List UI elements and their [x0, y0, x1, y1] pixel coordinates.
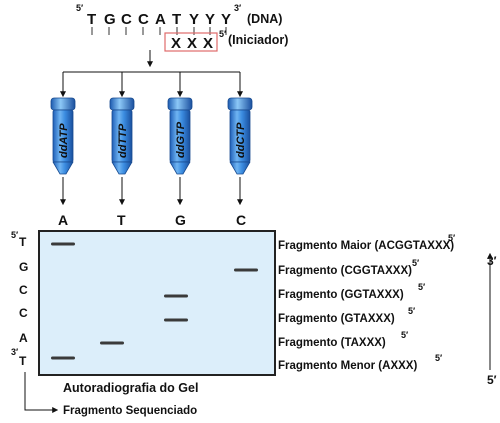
dna-base: C [138, 11, 149, 28]
fragment-label: Fragmento Menor (AXXX) [278, 360, 417, 372]
gel-band [164, 318, 188, 322]
dna-base: Y [221, 11, 231, 28]
gel-band [51, 242, 75, 246]
row-label: T [19, 235, 27, 249]
gel-bands [51, 242, 258, 360]
primer-base: X [187, 35, 197, 52]
dna-base: A [155, 11, 166, 28]
dna-base: Y [205, 11, 215, 28]
distribution-arrows [60, 50, 243, 98]
row-five-prime: 5′ [11, 230, 18, 240]
tube-ddatp: ddATP [50, 97, 76, 175]
fragment-prime: 5′ [412, 258, 419, 268]
elbow-arrow [24, 372, 59, 413]
base-pair-ticks [91, 27, 227, 35]
gel-row-labels: 5′ T G C C A 3′ T [11, 230, 28, 368]
tube-label: ddCTP [235, 122, 247, 158]
fragment-prime: 5′ [418, 282, 425, 292]
tube-ddgtp: ddGTP [167, 97, 193, 175]
direction-top-label: 3′ [487, 254, 497, 268]
primer: X X X 5′ (Iniciador) [164, 29, 288, 52]
dna-base: T [87, 11, 96, 28]
fragment-label: Fragmento (GTAXXX) [278, 313, 395, 325]
dna-template-strand: 5′ T G C C A T Y Y Y 3′ (DNA) [76, 3, 282, 35]
primer-five-prime: 5′ [219, 29, 226, 39]
fragment-label: Fragmento (TAXXX) [278, 337, 386, 349]
dna-base: C [121, 11, 132, 28]
lane-label-g: G [175, 212, 186, 228]
dna-base: Y [189, 11, 199, 28]
gel-band [164, 294, 188, 298]
row-label: T [19, 354, 27, 368]
sequenced-arrow [24, 372, 59, 413]
tube-ddttp: ddTTP [109, 97, 135, 175]
row-label: A [19, 331, 28, 345]
tube-to-lane-arrows [60, 177, 243, 206]
fragment-label: Fragmento (CGGTAXXX) [278, 265, 412, 277]
gel-caption: Autoradiografia do Gel [63, 381, 198, 395]
lane-label-a: A [58, 212, 68, 228]
direction-arrow: 3′ 5′ [487, 252, 497, 387]
row-label: G [19, 260, 28, 274]
lane-labels: A T G C [58, 212, 246, 228]
dna-three-prime: 3′ [234, 3, 241, 13]
primer-box [164, 32, 218, 52]
tube-label: ddTTP [117, 123, 129, 158]
row-three-prime: 3′ [11, 347, 18, 357]
tube-label: ddATP [58, 123, 70, 158]
fragment-labels: Fragmento Maior (ACGGTAXXX) 5′ Fragmento… [278, 233, 455, 372]
gel-band [100, 341, 124, 345]
gel-band [51, 356, 75, 360]
direction-bottom-label: 5′ [487, 373, 497, 387]
tube-ddctp: ddCTP [227, 97, 253, 175]
dna-base: G [104, 11, 116, 28]
primer-label: (Iniciador) [228, 33, 288, 47]
fragment-prime: 5′ [435, 353, 442, 363]
tube-label: ddGTP [175, 121, 187, 158]
gel-band [234, 268, 258, 272]
lane-label-t: T [117, 212, 126, 228]
row-label: C [19, 306, 28, 320]
fragment-label: Fragmento (GGTAXXX) [278, 289, 404, 301]
fragment-prime: 5′ [448, 233, 455, 243]
dna-five-prime: 5′ [76, 3, 83, 13]
gel-background [38, 230, 276, 376]
dna-base: T [172, 11, 181, 28]
fragment-label: Fragmento Maior (ACGGTAXXX) [278, 240, 454, 252]
fragment-prime: 5′ [408, 306, 415, 316]
fragment-prime: 5′ [401, 330, 408, 340]
primer-base: X [203, 35, 213, 52]
row-label: C [19, 283, 28, 297]
sequenced-label: Fragmento Sequenciado [63, 405, 197, 417]
dna-label: (DNA) [247, 12, 282, 26]
primer-base: X [171, 35, 181, 52]
lane-label-c: C [236, 212, 246, 228]
